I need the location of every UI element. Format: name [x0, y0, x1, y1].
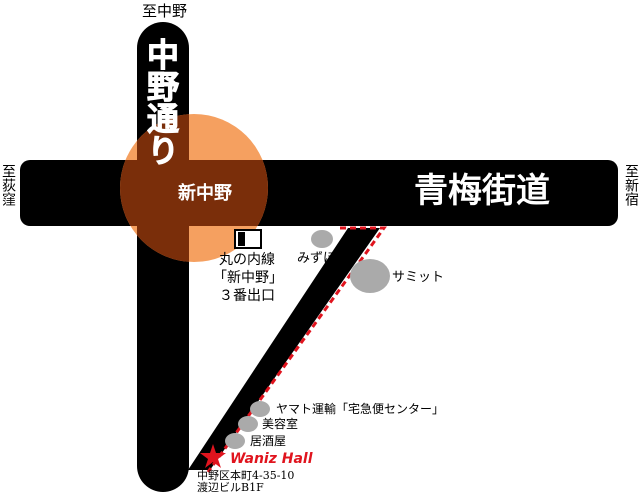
route-dashed-line: [206, 226, 387, 473]
destination-address-line1: 中野区本町4-35-10: [197, 469, 295, 482]
landmark-yamato-marker: [250, 401, 270, 417]
landmark-izakaya-label: 居酒屋: [250, 434, 287, 448]
destination-address-line2: 渡辺ビルB1F: [197, 481, 264, 494]
direction-west: 至荻窪: [0, 164, 16, 206]
exit-label-line2: 「新中野」: [213, 270, 283, 286]
exit-label-line3: ３番出口: [219, 288, 275, 304]
landmark-salon-marker: [238, 416, 258, 432]
destination-name: Waniz Hall: [230, 451, 313, 467]
nakano-dori-label: 中野通り: [142, 38, 181, 167]
landmark-summit-label: サミット: [392, 270, 445, 285]
exit-label-line1: 丸の内線: [219, 252, 275, 268]
direction-north: 至中野: [142, 2, 188, 20]
landmark-salon-label: 美容室: [262, 417, 299, 431]
direction-east: 至新宿: [623, 164, 639, 206]
shopping-street-road: [188, 228, 380, 470]
landmark-mizuho-marker: [311, 230, 333, 248]
landmark-summit-marker: [350, 259, 390, 293]
landmark-mizuho-label: みずほ: [297, 251, 337, 266]
landmark-izakaya-marker: [225, 433, 245, 449]
station-name-label: 新中野: [178, 183, 232, 204]
landmark-yamato-label: ヤマト運輸「宅急便センター」: [276, 402, 445, 416]
destination-star-icon: [200, 444, 226, 468]
ome-kaido-label: 青梅街道: [414, 171, 550, 211]
